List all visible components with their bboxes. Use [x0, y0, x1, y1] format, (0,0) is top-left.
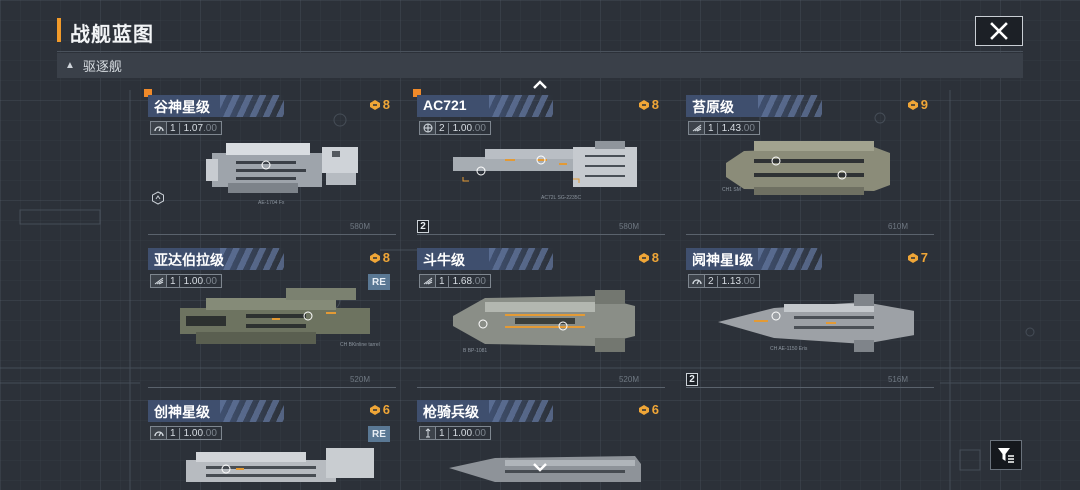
cost-badge: 8: [369, 250, 390, 265]
ship-name: 斗牛级: [423, 252, 465, 268]
ship-name: 枪骑兵级: [423, 404, 479, 420]
ship-card-1[interactable]: 谷神星级 8 1 1.07.00 AE-1704 Fx 580M: [144, 89, 396, 235]
ship-name: AC721: [423, 97, 467, 113]
cost-badge: 7: [907, 250, 928, 265]
category-label: 驱逐舰: [82, 59, 122, 74]
cost-badge: 6: [638, 402, 659, 417]
stat-box: 1 1.68.00: [419, 274, 491, 288]
tier-badge: 2: [686, 373, 698, 386]
sort-filter-button[interactable]: [990, 440, 1022, 470]
command-point-icon: [369, 404, 380, 415]
new-marker: [413, 89, 421, 97]
chevron-up-icon[interactable]: [531, 79, 549, 91]
ship-name: 苔原级: [692, 99, 734, 115]
new-marker: [144, 89, 152, 97]
stat-box: 2 1.00.00: [419, 121, 491, 135]
close-icon: [990, 22, 1008, 40]
globe-icon: [420, 122, 436, 134]
ship-blueprint-image: [206, 143, 358, 193]
ship-blueprint-image: [726, 141, 890, 195]
ship-blueprint-image: [453, 141, 637, 187]
triangle-up-icon: ▲: [65, 60, 75, 71]
ship-blueprint-image: [186, 448, 374, 482]
hexagon-icon: [152, 191, 164, 205]
cost-badge: 9: [907, 97, 928, 112]
command-point-icon: [907, 99, 918, 110]
cost-badge: 8: [638, 250, 659, 265]
filter-icon: [998, 448, 1014, 463]
gauge-icon: [151, 122, 167, 134]
wing-icon: [689, 122, 705, 134]
stat-box: 1 1.07.00: [150, 121, 222, 135]
chevron-down-icon[interactable]: [531, 461, 549, 473]
ship-card-2[interactable]: AC721 8 2 1.00.00 AC72L SG-2235C 2 580M: [413, 89, 665, 235]
command-point-icon: [369, 99, 380, 110]
ship-name: 亚达伯拉级: [154, 252, 224, 268]
ship-blueprint-image: [453, 290, 635, 352]
tier-badge: 2: [417, 220, 429, 233]
re-badge: RE: [368, 274, 390, 290]
missile-icon: [420, 427, 436, 439]
gauge-icon: [689, 275, 705, 287]
ship-blueprint-image: [449, 456, 641, 482]
ship-length: 520M: [349, 375, 370, 384]
stat-box: 1 1.00.00: [419, 426, 491, 440]
ship-card-7[interactable]: 创神星级 6 1 1.00.00 RE: [148, 400, 396, 490]
stat-box: 1 1.00.00: [150, 274, 222, 288]
command-point-icon: [638, 404, 649, 415]
wing-icon: [420, 275, 436, 287]
header: 战舰蓝图: [57, 14, 1023, 52]
ship-card-8[interactable]: 枪骑兵级 6 1 1.00.00: [417, 400, 665, 490]
title-accent-bar: [57, 18, 61, 42]
category-filter-bar[interactable]: ▲ 驱逐舰: [57, 53, 1023, 78]
ship-card-6[interactable]: 阋神星Ⅰ级 7 2 1.13.00 CH AE-1150 Eris 2 516M: [686, 248, 934, 388]
stat-box: 2 1.13.00: [688, 274, 760, 288]
page-title: 战舰蓝图: [70, 24, 154, 46]
ship-length: 580M: [349, 222, 370, 231]
command-point-icon: [638, 99, 649, 110]
ship-blueprint-image: [180, 288, 370, 344]
stat-box: 1 1.00.00: [150, 426, 222, 440]
stat-box: 1 1.43.00: [688, 121, 760, 135]
ship-name: 谷神星级: [154, 99, 210, 115]
ship-name: 阋神星Ⅰ级: [692, 252, 754, 268]
ship-name: 创神星级: [154, 404, 210, 420]
ship-length: 610M: [887, 222, 908, 231]
command-point-icon: [369, 252, 380, 263]
cost-badge: 6: [369, 402, 390, 417]
ship-blueprint-image: [718, 294, 914, 352]
ship-length: 520M: [618, 375, 639, 384]
re-badge: RE: [368, 426, 390, 442]
ship-card-4[interactable]: 亚达伯拉级 8 1 1.00.00 RE CH BKinline tarrel …: [148, 248, 396, 388]
cost-badge: 8: [638, 97, 659, 112]
gauge-icon: [151, 427, 167, 439]
close-button[interactable]: [975, 16, 1023, 46]
ship-card-3[interactable]: 苔原级 9 1 1.43.00 CH1 SM 610M: [686, 95, 934, 235]
command-point-icon: [638, 252, 649, 263]
ship-card-5[interactable]: 斗牛级 8 1 1.68.00 B BP-1081 520M: [417, 248, 665, 388]
ship-length: 516M: [887, 375, 908, 384]
ship-length: 580M: [618, 222, 639, 231]
wing-icon: [151, 275, 167, 287]
command-point-icon: [907, 252, 918, 263]
cost-badge: 8: [369, 97, 390, 112]
